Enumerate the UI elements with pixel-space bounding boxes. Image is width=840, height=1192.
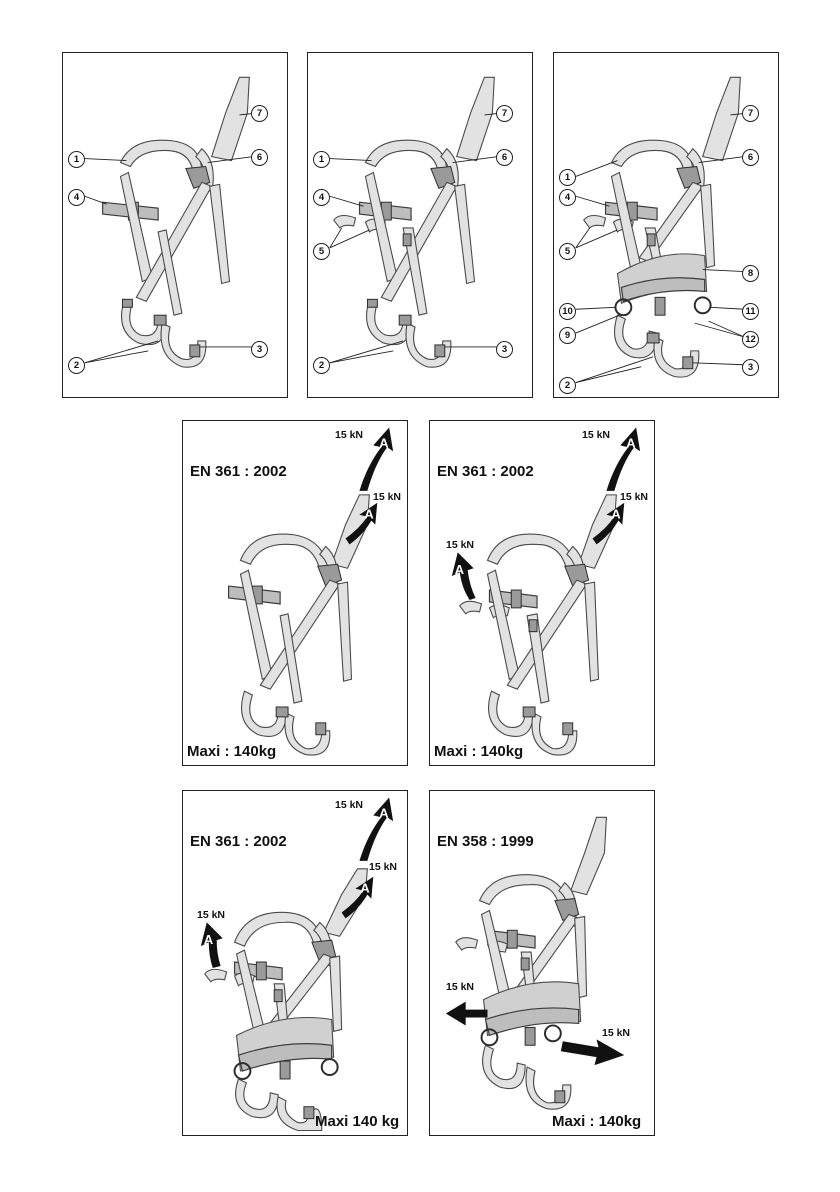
svg-text:A: A [204, 932, 213, 947]
max-load-label: Maxi 140 kg [315, 1113, 399, 1130]
callout-2: 2 [313, 357, 330, 374]
callout-6: 6 [496, 149, 513, 166]
force-label-top: 15 kN [582, 429, 610, 441]
svg-text:A: A [626, 435, 635, 450]
force-label-sternal: 15 kN [446, 539, 474, 551]
max-load-label: Maxi : 140kg [187, 743, 276, 760]
harness-diagram-with-belt: 1 4 5 10 9 2 7 6 8 11 12 3 [553, 52, 779, 398]
svg-text:A: A [379, 805, 388, 820]
harness-diagram-basic: 1 4 2 7 6 3 [62, 52, 288, 398]
force-label-dorsal: 15 kN [620, 491, 648, 503]
force-label-top: 15 kN [335, 799, 363, 811]
callout-5: 5 [559, 243, 576, 260]
callout-6: 6 [251, 149, 268, 166]
standard-label: EN 358 : 1999 [437, 833, 534, 850]
callout-2: 2 [559, 377, 576, 394]
standard-label: EN 361 : 2002 [190, 463, 287, 480]
rating-panel-en361-belt: A A A EN 361 : 2002 15 kN 15 kN 15 kN Ma… [182, 790, 408, 1136]
force-label-dorsal: 15 kN [373, 491, 401, 503]
svg-text:A: A [360, 881, 369, 896]
rating-panel-en358-positioning: EN 358 : 1999 15 kN 15 kN Maxi : 140kg [429, 790, 655, 1136]
rating-panel-en361-sternal: A A A EN 361 : 2002 15 kN 15 kN 15 kN Ma… [429, 420, 655, 766]
callout-6: 6 [742, 149, 759, 166]
max-load-label: Maxi : 140kg [434, 743, 523, 760]
force-label-sternal: 15 kN [197, 909, 225, 921]
callout-4: 4 [68, 189, 85, 206]
callout-1: 1 [68, 151, 85, 168]
standard-label: EN 361 : 2002 [190, 833, 287, 850]
callout-5: 5 [313, 243, 330, 260]
callout-3: 3 [742, 359, 759, 376]
callout-7: 7 [251, 105, 268, 122]
rating-panel-en361-dorsal: A A EN 361 : 2002 15 kN 15 kN Maxi : 140… [182, 420, 408, 766]
svg-text:A: A [379, 435, 388, 450]
standard-label: EN 361 : 2002 [437, 463, 534, 480]
callout-7: 7 [496, 105, 513, 122]
callout-9: 9 [559, 327, 576, 344]
svg-text:A: A [455, 562, 464, 577]
callout-1: 1 [313, 151, 330, 168]
svg-text:A: A [611, 507, 620, 522]
force-label-top: 15 kN [335, 429, 363, 441]
callout-4: 4 [313, 189, 330, 206]
svg-text:A: A [364, 507, 373, 522]
callout-7: 7 [742, 105, 759, 122]
harness-diagram-chest-anchor: 1 4 5 2 7 6 3 [307, 52, 533, 398]
force-label-left: 15 kN [446, 981, 474, 993]
callout-12: 12 [742, 331, 759, 348]
callout-3: 3 [251, 341, 268, 358]
callout-8: 8 [742, 265, 759, 282]
max-load-label: Maxi : 140kg [552, 1113, 641, 1130]
callout-3: 3 [496, 341, 513, 358]
callout-2: 2 [68, 357, 85, 374]
force-label-dorsal: 15 kN [369, 861, 397, 873]
callout-1: 1 [559, 169, 576, 186]
callout-4: 4 [559, 189, 576, 206]
callout-11: 11 [742, 303, 759, 320]
callout-10: 10 [559, 303, 576, 320]
force-label-right: 15 kN [602, 1027, 630, 1039]
